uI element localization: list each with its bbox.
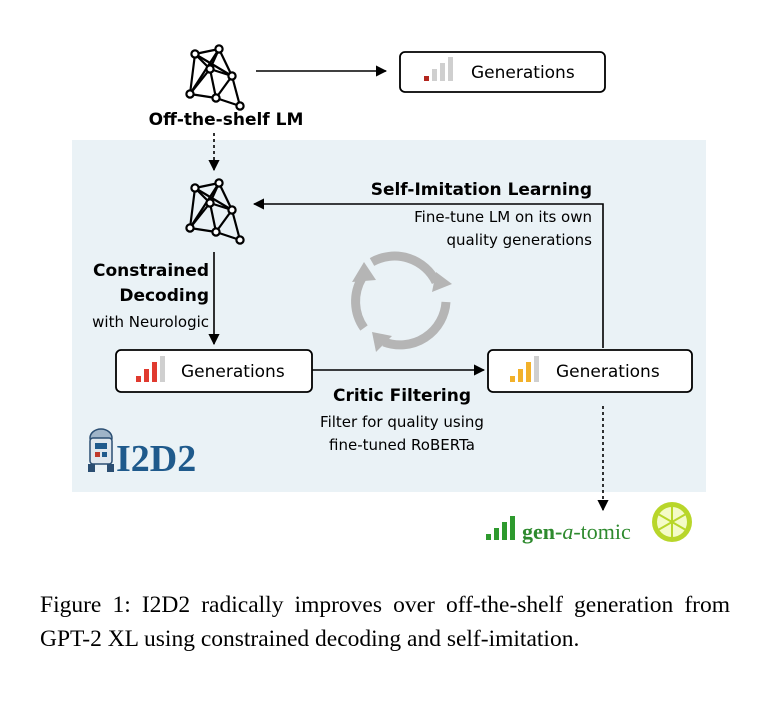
generations-box-offshelf: Generations: [399, 51, 606, 93]
off-the-shelf-lm-label: Off-the-shelf LM: [149, 110, 304, 130]
critic-desc-1: Filter for quality using: [320, 413, 484, 431]
network-icon-finetuned: [185, 178, 245, 245]
caption-label: Figure 1:: [40, 592, 131, 618]
self-imitation-title: Self-Imitation Learning: [371, 180, 592, 200]
constrained-desc: with Neurologic: [92, 313, 209, 331]
caption-text: I2D2 radically improves over off-the-she…: [40, 592, 731, 652]
generations-label-filtered: Generations: [556, 362, 660, 382]
generations-box-filtered: Generations: [487, 349, 693, 393]
generations-label-offshelf: Generations: [471, 63, 575, 83]
critic-desc-2: fine-tuned RoBERTa: [329, 436, 475, 454]
cycle-icon: [351, 251, 452, 352]
i2d2-logo-text: I2D2: [116, 438, 196, 480]
i2d2-panel: [72, 140, 706, 492]
self-imitation-desc-2: quality generations: [447, 231, 593, 249]
critic-title: Critic Filtering: [333, 386, 471, 406]
generations-label-constrained: Generations: [181, 362, 285, 382]
robot-icon: [88, 428, 114, 472]
lime-icon: [652, 502, 692, 542]
self-imitation-desc-1: Fine-tune LM on its own: [414, 208, 592, 226]
constrained-title-1: Constrained: [93, 261, 209, 281]
constrained-title-2: Decoding: [119, 286, 209, 306]
figure-caption: Figure 1: I2D2 radically improves over o…: [40, 588, 730, 656]
quality-bars-icon-low: [424, 57, 453, 81]
quality-bars-icon-top: [486, 516, 515, 540]
i2d2-logo: I2D2: [88, 428, 196, 480]
gen-a-tomic-logo: gen-a-tomic: [486, 502, 692, 544]
network-icon-top: [185, 44, 245, 111]
gen-a-tomic-text: gen-a-tomic: [522, 519, 631, 544]
quality-bars-icon-high: [510, 356, 539, 382]
arrow-self-imitation: [252, 198, 604, 348]
quality-bars-icon-mid: [136, 356, 165, 382]
generations-box-constrained: Generations: [115, 349, 313, 393]
